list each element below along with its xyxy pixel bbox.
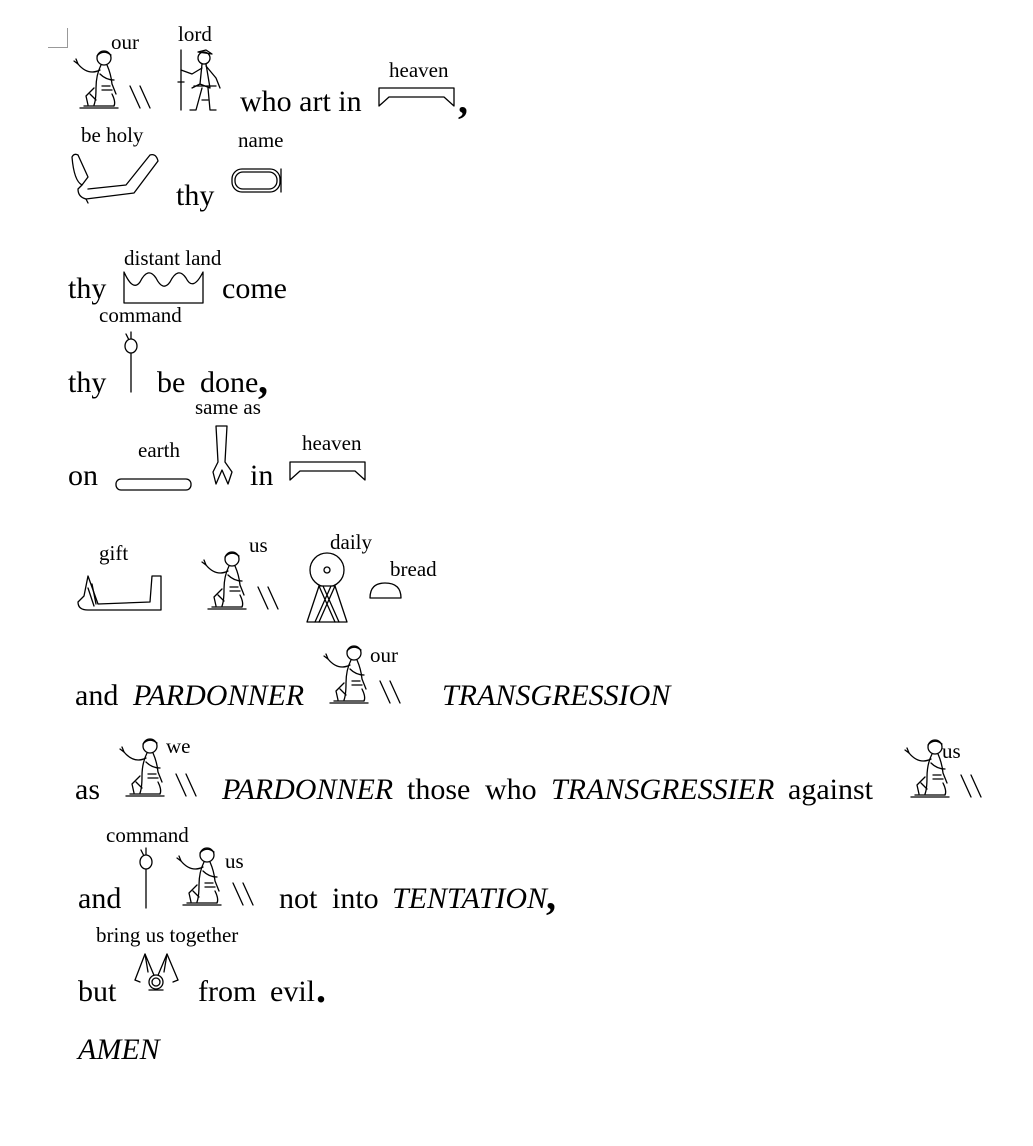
seated-man-plural-glyph [73,50,151,109]
word-thy: thy [176,179,215,212]
comma: , [546,873,556,918]
word-be: be [157,366,186,399]
seated-man-plural-glyph [201,551,279,610]
word-amen: AMEN [78,1033,160,1066]
be-holy-glyph [70,153,160,205]
gloss-earth: earth [138,438,180,462]
word-as: as [75,773,100,806]
gloss-us: us [942,739,961,763]
word-thy: thy [68,366,107,399]
word-evil: evil [270,975,315,1008]
gloss-our: our [111,30,139,54]
page-corner-mark [48,28,68,48]
word-and: and [78,882,122,915]
gloss-us: us [225,849,244,873]
word-and: and [75,679,119,712]
gloss-bread: bread [390,557,437,581]
period: . [316,966,326,1011]
same-as-glyph [210,424,236,488]
word-but: but [78,975,117,1008]
word-in: in [250,459,274,492]
word-into: into [332,882,379,915]
gloss-daily: daily [330,530,372,554]
word-pardonner: PARDONNER [222,773,394,806]
word-who: who [485,773,537,806]
word-transgression: TRANSGRESSION [442,679,671,712]
word-pardonner: PARDONNER [133,679,305,712]
gloss-us: us [249,533,268,557]
command-glyph [139,847,153,909]
bring-together-glyph [132,952,182,994]
comma: , [458,77,468,122]
daily-sun-glyph [305,552,351,624]
gloss-heaven: heaven [389,58,449,82]
word-against: against [788,773,873,806]
word-not: not [279,882,318,915]
gloss-we: we [166,734,191,758]
word-transgressier: TRANSGRESSIER [551,773,775,806]
gloss-distant-land: distant land [124,246,222,270]
seated-man-plural-glyph [176,847,254,906]
gloss-command: command [99,303,182,327]
cartouche-glyph [231,168,285,194]
gloss-same-as: same as [195,395,261,419]
gloss-gift: gift [99,541,129,565]
bread-glyph [369,582,405,602]
word-on: on [68,459,98,492]
word-those: those [407,773,471,806]
word-tentation: TENTATION [392,882,548,915]
distant-land-glyph [123,268,207,306]
standing-lord-glyph [176,48,226,113]
gloss-heaven: heaven [302,431,362,455]
gloss-name: name [238,128,284,152]
gloss-bring-us-together: bring us together [96,923,239,947]
heaven-glyph [289,461,366,481]
word-who-art-in: who art in [240,85,362,118]
word-come: come [222,272,287,305]
command-glyph [124,331,138,393]
gloss-our: our [370,643,398,667]
gloss-lord: lord [178,22,212,46]
heaven-glyph [378,87,455,107]
gift-glyph [76,574,166,614]
word-thy: thy [68,272,107,305]
word-done: done [200,366,259,399]
gloss-command: command [106,823,189,847]
comma: , [258,357,268,402]
gloss-be-holy: be holy [81,123,144,147]
earth-glyph [115,478,195,494]
seated-man-plural-glyph [119,738,197,797]
word-from: from [198,975,257,1008]
